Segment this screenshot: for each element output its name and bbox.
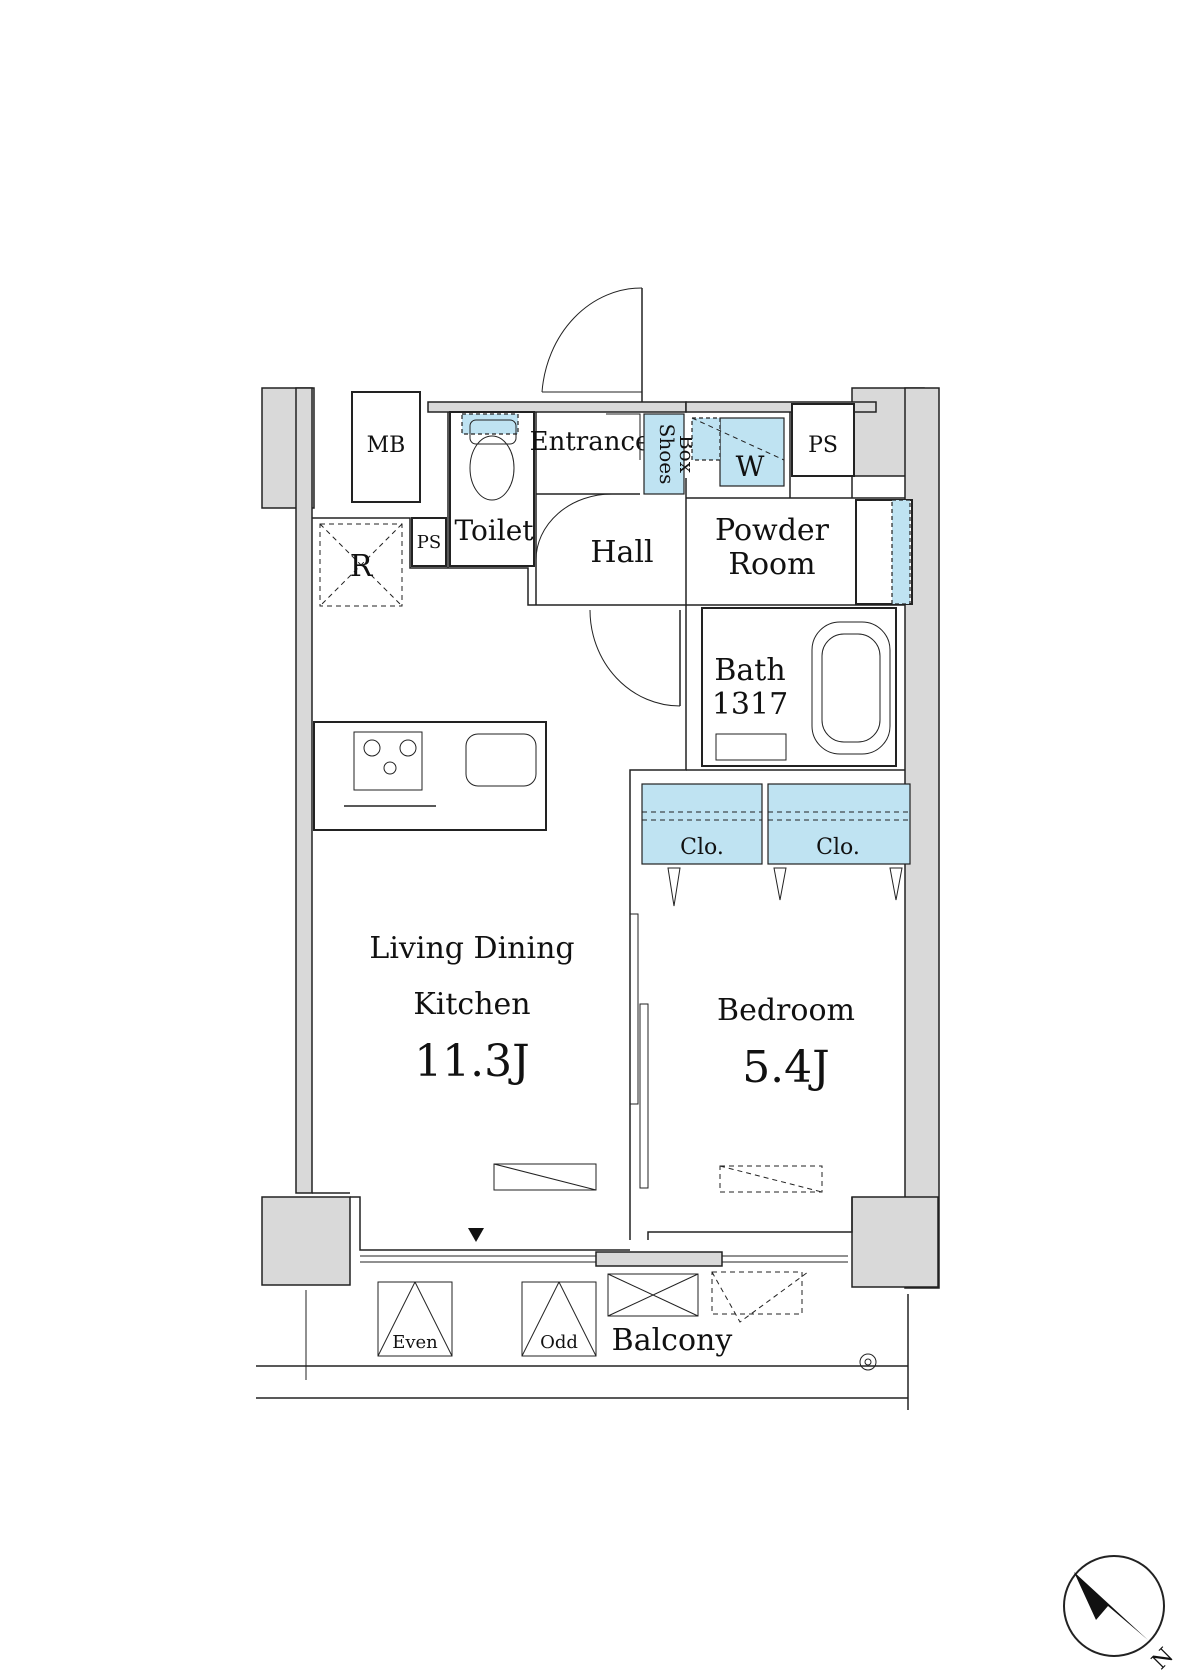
- washer-label: W: [736, 450, 765, 483]
- ps-top-room: PS: [791, 403, 855, 477]
- bath-label-2: 1317: [712, 687, 788, 722]
- closet-left-label: Clo.: [680, 835, 724, 860]
- ps-small-room: PS: [411, 517, 447, 567]
- ps-small-label: PS: [417, 532, 441, 553]
- compass-north-label: N: [1147, 1643, 1178, 1674]
- bedroom-size: 5.4J: [742, 1042, 830, 1093]
- bath-room: Bath 1317: [701, 607, 897, 767]
- ldk-size: 11.3J: [414, 1036, 530, 1087]
- bedroom-label: Bedroom: [717, 993, 855, 1028]
- ldk-label-2: Kitchen: [413, 987, 530, 1022]
- ldk-label-1: Living Dining: [369, 931, 574, 966]
- compass-circle: [1063, 1555, 1165, 1657]
- balcony-label: Balcony: [612, 1323, 733, 1358]
- entrance-door: [541, 287, 643, 402]
- unit-odd-label: Odd: [540, 1332, 578, 1353]
- compass-arrow-icon: [1074, 1572, 1148, 1640]
- mb-room: MB: [351, 391, 421, 503]
- interior-walls: [312, 412, 905, 1251]
- structural-walls: [261, 387, 940, 1289]
- refrigerator-label: R: [350, 549, 374, 584]
- ldk-room: Living Dining Kitchen 11.3J: [369, 931, 597, 1191]
- closets: Clo. Clo.: [641, 783, 911, 907]
- toilet-room: Toilet: [449, 411, 535, 567]
- powder-room: Powder Room: [715, 499, 913, 605]
- hall-label: Hall: [590, 535, 653, 570]
- washer-space: W: [691, 417, 785, 487]
- entrance-area: Entrance: [530, 413, 651, 495]
- compass: N: [1063, 1555, 1179, 1675]
- windows: [360, 1228, 848, 1267]
- shoes-box-label-1: Shoes: [655, 424, 679, 485]
- closet-right-label: Clo.: [816, 835, 860, 860]
- shoes-box: Shoes Box: [643, 413, 699, 495]
- kitchen-counter: [313, 721, 547, 831]
- sliding-partition: [629, 913, 649, 1189]
- hall-area: Hall: [535, 493, 654, 570]
- ldk-door: [589, 609, 681, 707]
- powder-room-label-1: Powder: [715, 513, 830, 548]
- entrance-label: Entrance: [530, 427, 651, 457]
- ps-top-label: PS: [808, 433, 838, 458]
- balcony-area: Even Odd Balcony: [256, 1271, 909, 1410]
- powder-room-label-2: Room: [728, 547, 815, 582]
- refrigerator-space: R: [319, 523, 403, 607]
- bath-label-1: Bath: [714, 653, 785, 688]
- bedroom-room: Bedroom 5.4J: [717, 993, 855, 1193]
- mb-label: MB: [367, 433, 406, 458]
- unit-even-label: Even: [392, 1332, 438, 1353]
- toilet-label: Toilet: [454, 514, 534, 547]
